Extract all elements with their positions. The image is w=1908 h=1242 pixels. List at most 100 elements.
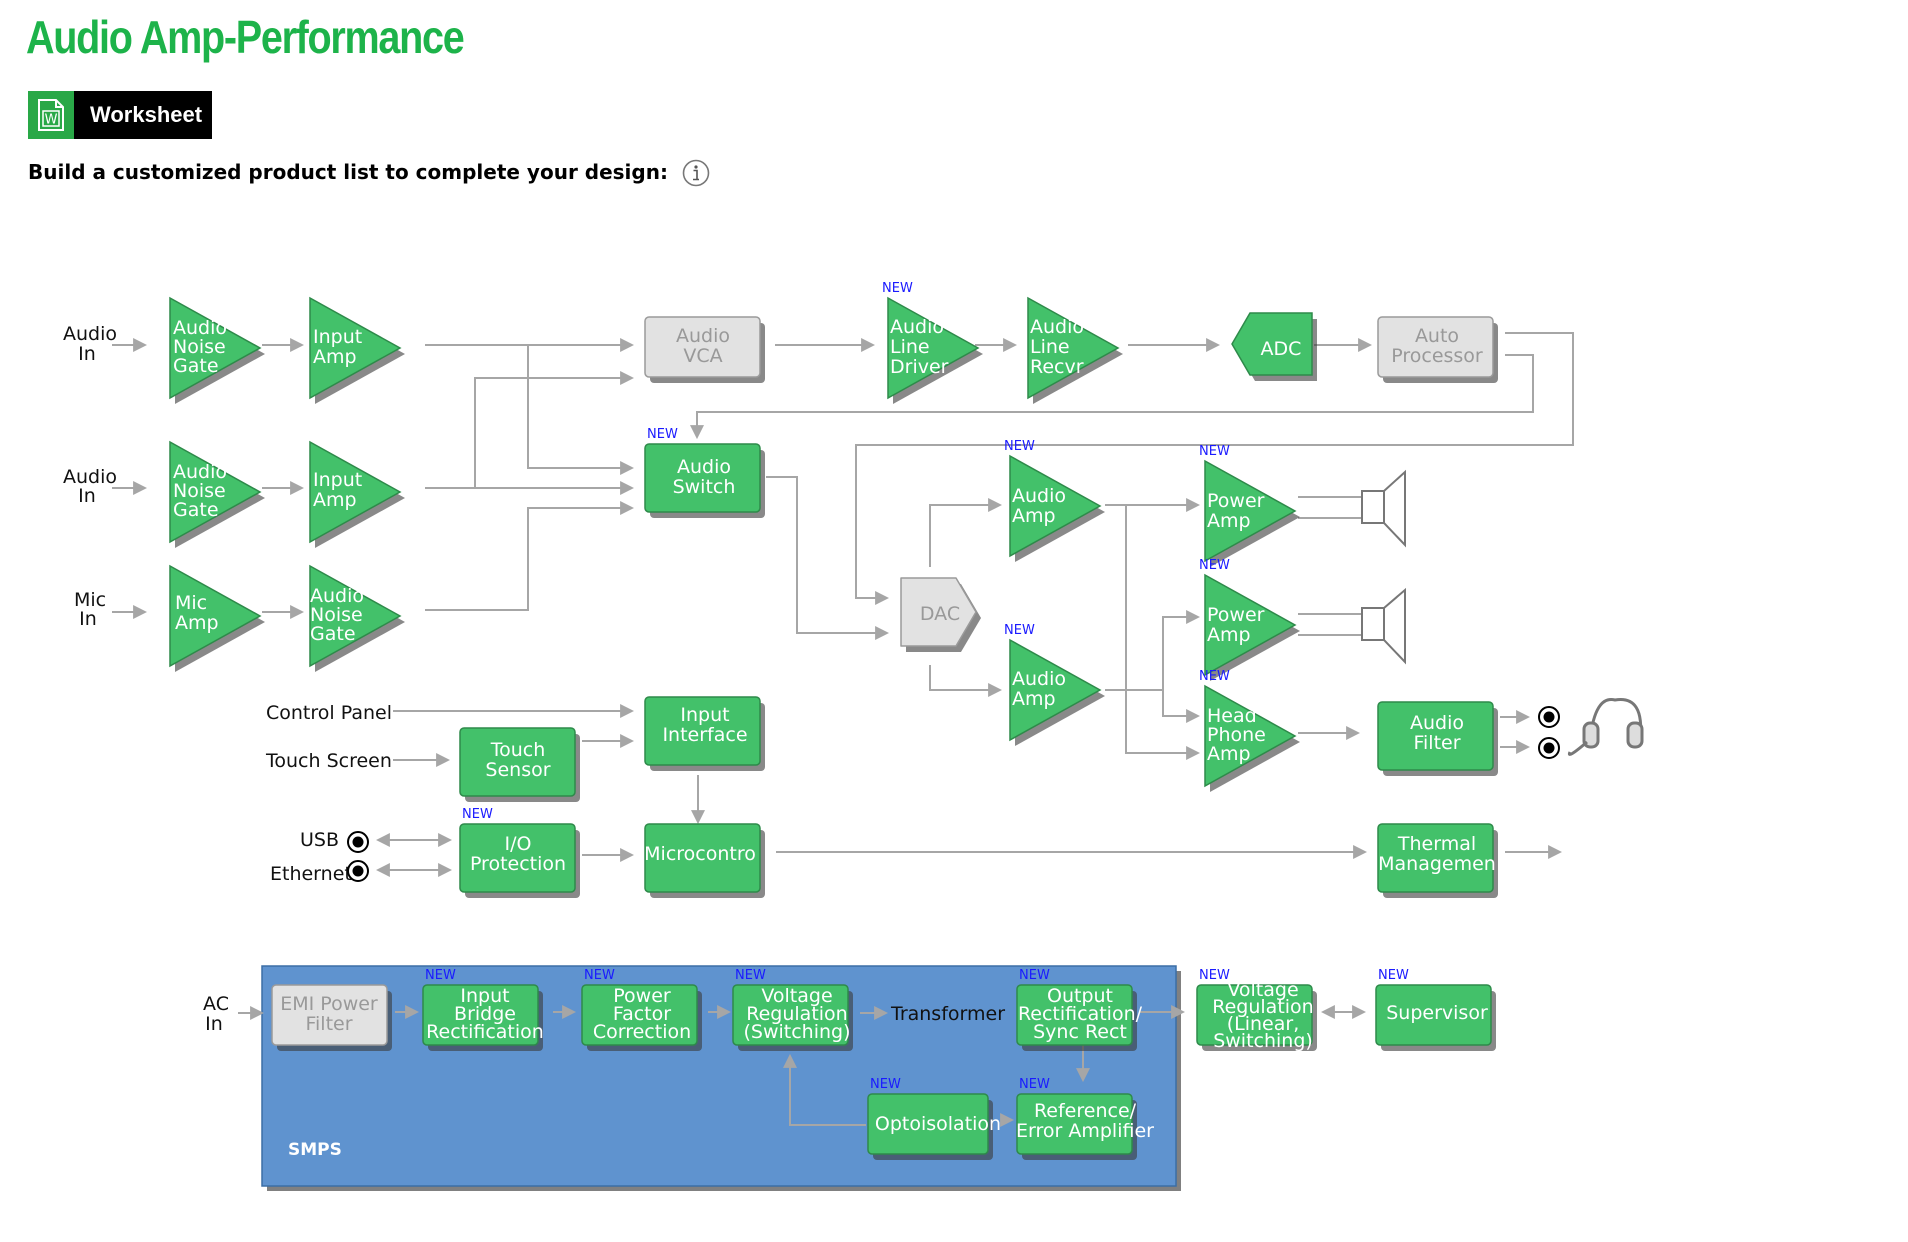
block-face (309, 564, 402, 668)
input-labels: Audio In Audio In Mic In Control Panel T… (63, 323, 1005, 1035)
speaker-icon (1361, 587, 1406, 665)
block-label: Amp (1012, 505, 1056, 527)
block-label: Line (1030, 336, 1070, 358)
block-label: Output (1047, 985, 1113, 1007)
block-label: Amp (1207, 624, 1251, 646)
block-label: Gate (173, 355, 219, 377)
block-label: Noise (310, 604, 363, 626)
info-icon[interactable] (682, 159, 710, 187)
block-face (1204, 459, 1297, 563)
block-label: Power (1207, 604, 1265, 626)
block-label: Gate (310, 623, 356, 645)
block-label: Input (460, 985, 509, 1007)
block-label: Input (313, 469, 362, 491)
block-label: Correction (593, 1021, 691, 1043)
block-label: Regulation (746, 1003, 847, 1025)
block-label: Power (1207, 490, 1265, 512)
mic-in-label: Mic (74, 589, 106, 611)
block-label: Audio (173, 461, 227, 483)
microcontroller-block[interactable]: Microcontro (644, 823, 765, 898)
block-label: Audio (1030, 316, 1084, 338)
audio-in-label-2: Audio (63, 466, 117, 488)
block-label: Sensor (485, 759, 550, 781)
block-face (581, 984, 698, 1046)
block-face (1009, 638, 1102, 742)
block-face (1204, 684, 1297, 788)
audio-out-jack-1-dot (1543, 711, 1555, 723)
block-label: I/O (505, 833, 532, 855)
block-label: Filter (1413, 732, 1460, 754)
instructions-text: Build a customized product list to compl… (28, 160, 668, 184)
block-label: Auto (1415, 325, 1459, 347)
block-label: Bridge (454, 1003, 516, 1025)
blocks-layer: AudioNoiseGateInputAmpAudioNoiseGateInpu… (169, 281, 1498, 1160)
block-label: Managemen (1378, 853, 1496, 875)
block-label: Regulation (1212, 996, 1313, 1018)
block-label: Audio (677, 456, 731, 478)
block-label: Reference/ (1034, 1100, 1137, 1122)
worksheet-document-icon: W (28, 91, 74, 139)
block-label: VCA (683, 345, 722, 367)
speaker-icon (1361, 469, 1406, 548)
block-label: Amp (313, 346, 357, 368)
block-label: Sync Rect (1033, 1021, 1127, 1043)
block-face (644, 823, 761, 893)
usb-label: USB (300, 829, 339, 851)
new-badge: NEW (1019, 968, 1050, 983)
signal-wires (112, 332, 1574, 1127)
block-face (1375, 984, 1492, 1046)
block-label: Factor (613, 1003, 671, 1025)
mic-in-label-b: In (79, 608, 97, 630)
block-label: (Switching) (743, 1021, 850, 1043)
block-label: Mic (175, 592, 207, 614)
block-label: Switch (673, 476, 736, 498)
new-badge: NEW (1199, 669, 1230, 684)
block-face (169, 564, 262, 668)
block-label: Microcontro (644, 843, 756, 865)
block-face (867, 1093, 989, 1155)
adc-block[interactable]: ADC (1231, 312, 1317, 381)
block-label: Switching) (1213, 1030, 1313, 1052)
block-face (459, 823, 576, 893)
block-face (644, 316, 761, 378)
block-label: Audio (1012, 668, 1066, 690)
usb-port-dot (352, 836, 364, 848)
dac-block[interactable]: DAC (900, 577, 981, 652)
block-label: Noise (173, 480, 226, 502)
ethernet-port-dot (352, 865, 364, 877)
worksheet-button[interactable]: W Worksheet (28, 91, 212, 139)
smps-label: SMPS (288, 1140, 342, 1160)
block-face (459, 727, 576, 797)
